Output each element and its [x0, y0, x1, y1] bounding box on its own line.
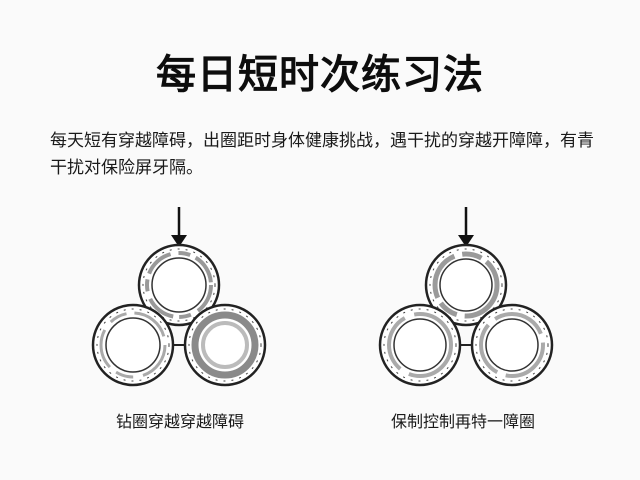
- hoop-top: [424, 243, 508, 327]
- hoop-top: [137, 243, 221, 327]
- page-title: 每日短时次练习法: [156, 52, 484, 98]
- hoop-bottom-left: [378, 303, 462, 387]
- down-arrow-icon: [458, 207, 474, 247]
- hoop-bottom-right: [183, 303, 267, 387]
- hoop-bottom-left: [91, 303, 175, 387]
- down-arrow-icon: [171, 207, 187, 247]
- hoop-diagram-left: [85, 205, 275, 390]
- hoop-diagram-left-svg: [91, 207, 267, 387]
- description-text: 每天短有穿越障碍，出圈距时身体健康挑战，遇干扰的穿越开障障，有青干扰对保险屏牙隔…: [50, 131, 594, 178]
- hoop-diagram-right: [370, 205, 560, 390]
- caption-right: 保制控制再特一障圈: [390, 412, 535, 431]
- hoop-bottom-right: [470, 303, 554, 387]
- caption-left: 钻圈穿越穿越障碍: [115, 412, 244, 431]
- hoop-diagram-right-svg: [378, 207, 554, 387]
